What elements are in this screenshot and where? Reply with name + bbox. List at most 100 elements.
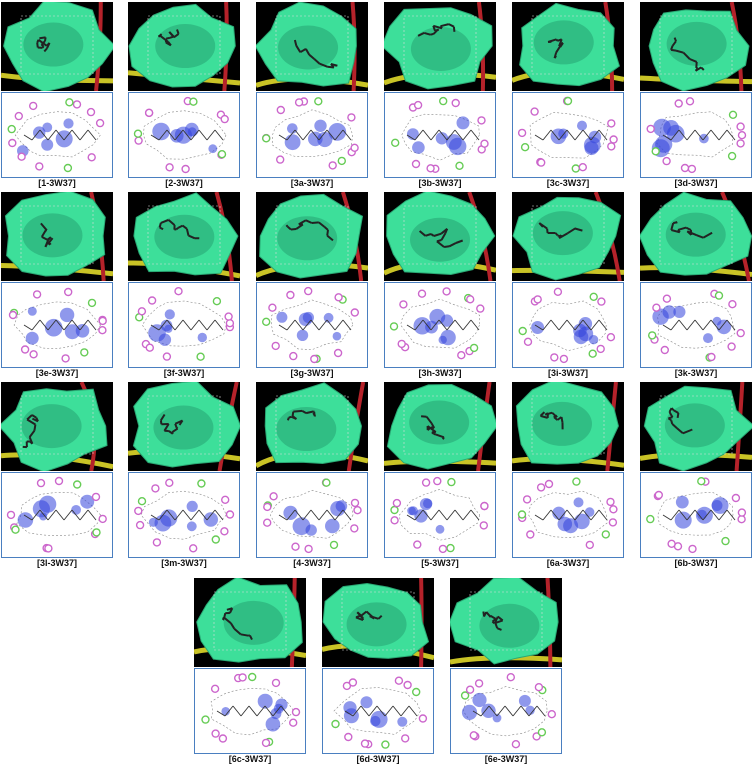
residue-disc (469, 343, 479, 353)
residue-disc (426, 164, 435, 173)
residue-disc (520, 143, 530, 152)
residue-disc (353, 506, 362, 515)
solvent-blob (662, 305, 676, 319)
residue-disc (65, 98, 74, 107)
residue-disc (72, 100, 82, 109)
residue-disc (189, 97, 198, 106)
residue-disc (271, 678, 281, 688)
solvent-blob (332, 331, 342, 341)
solvent-blob (440, 329, 456, 346)
solvent-blob (39, 512, 48, 521)
docking-pose-image (194, 578, 306, 667)
panel-label: [3i-3W37] (547, 368, 588, 378)
pocket-box (659, 15, 733, 75)
residue-disc (397, 339, 406, 349)
residue-disc (736, 139, 745, 148)
solvent-blob (577, 120, 587, 131)
panel-label: [3m-3W37] (161, 558, 207, 568)
residue-disc (608, 518, 618, 527)
residue-disc (174, 286, 183, 296)
solvent-blob (292, 517, 311, 536)
docking-pose-image (256, 192, 368, 281)
pocket-box (403, 395, 477, 455)
residue-disc (72, 480, 82, 489)
ligand-skeleton (344, 705, 418, 717)
residue-disc (35, 162, 44, 171)
docking-pose-image (128, 192, 240, 281)
residue-disc (196, 352, 205, 361)
docking-pose-image (128, 2, 240, 91)
residue-disc (442, 287, 451, 296)
ligand-skeleton (662, 509, 736, 521)
solvent-blob (257, 693, 273, 709)
solvent-blob (296, 329, 309, 341)
panel-label: [6b-3W37] (674, 558, 718, 568)
ligand-skeleton (216, 705, 290, 717)
panel-label: [6a-3W37] (546, 558, 590, 568)
residue-disc (563, 96, 573, 106)
panel-label: [6e-3W37] (484, 754, 528, 764)
ligand-skeleton (278, 319, 352, 331)
solvent-blob (314, 119, 327, 132)
solvent-blob (584, 507, 595, 517)
residue-disc (451, 98, 460, 108)
residue-disc (438, 544, 448, 554)
binding-pocket (410, 26, 471, 71)
solvent-blob (588, 130, 602, 144)
docking-pose-image (384, 382, 496, 471)
residue-disc (413, 100, 423, 110)
residue-disc (286, 290, 295, 300)
residue-disc (134, 136, 143, 145)
residue-disc (262, 518, 272, 527)
solvent-blob (203, 512, 218, 527)
interaction-diagram (322, 668, 434, 754)
solvent-blob (653, 118, 671, 137)
residue-disc (95, 118, 105, 128)
residue-disc (350, 524, 359, 533)
solvent-blob (674, 511, 692, 529)
interaction-diagram (640, 92, 752, 178)
residue-disc (403, 680, 412, 690)
contact-outline (271, 109, 354, 158)
ligand-skeleton (23, 509, 97, 521)
residue-disc (288, 718, 298, 727)
panel-label: [6c-3W37] (228, 754, 272, 764)
residue-disc (54, 476, 64, 486)
solvent-blob (298, 312, 313, 326)
residue-disc (518, 326, 527, 336)
docking-pose-image (512, 382, 624, 471)
docking-pose-image (450, 578, 562, 667)
interaction-diagram (128, 282, 240, 368)
residue-disc (533, 295, 542, 304)
solvent-blob (158, 333, 172, 346)
residue-disc (80, 348, 89, 357)
residue-disc (480, 501, 489, 511)
ligand-sticks (547, 38, 564, 59)
residue-disc (588, 349, 597, 358)
residue-disc (98, 316, 107, 326)
residue-disc (517, 128, 527, 138)
solvent-blob (673, 305, 686, 318)
interaction-diagram (384, 92, 496, 178)
residue-disc (465, 685, 475, 694)
interaction-diagram (512, 92, 624, 178)
ligand-sticks (421, 415, 445, 440)
solvent-blob (80, 494, 95, 509)
solvent-blob (492, 713, 502, 723)
residue-disc (217, 150, 227, 159)
panel-label: [6d-3W37] (356, 754, 400, 764)
solvent-blob (164, 324, 173, 333)
residue-disc (474, 679, 484, 688)
solvent-blob (265, 716, 281, 732)
ligand-skeleton (150, 509, 224, 521)
residue-disc (291, 542, 300, 551)
docking-pose-image (384, 192, 496, 281)
residue-disc (310, 354, 319, 364)
solvent-blob (64, 324, 80, 340)
solvent-blob (703, 333, 713, 344)
residue-disc (572, 477, 581, 486)
docking-pose-image (640, 2, 752, 91)
residue-disc (98, 326, 107, 335)
residue-disc (314, 97, 323, 106)
interaction-diagram (512, 472, 624, 558)
